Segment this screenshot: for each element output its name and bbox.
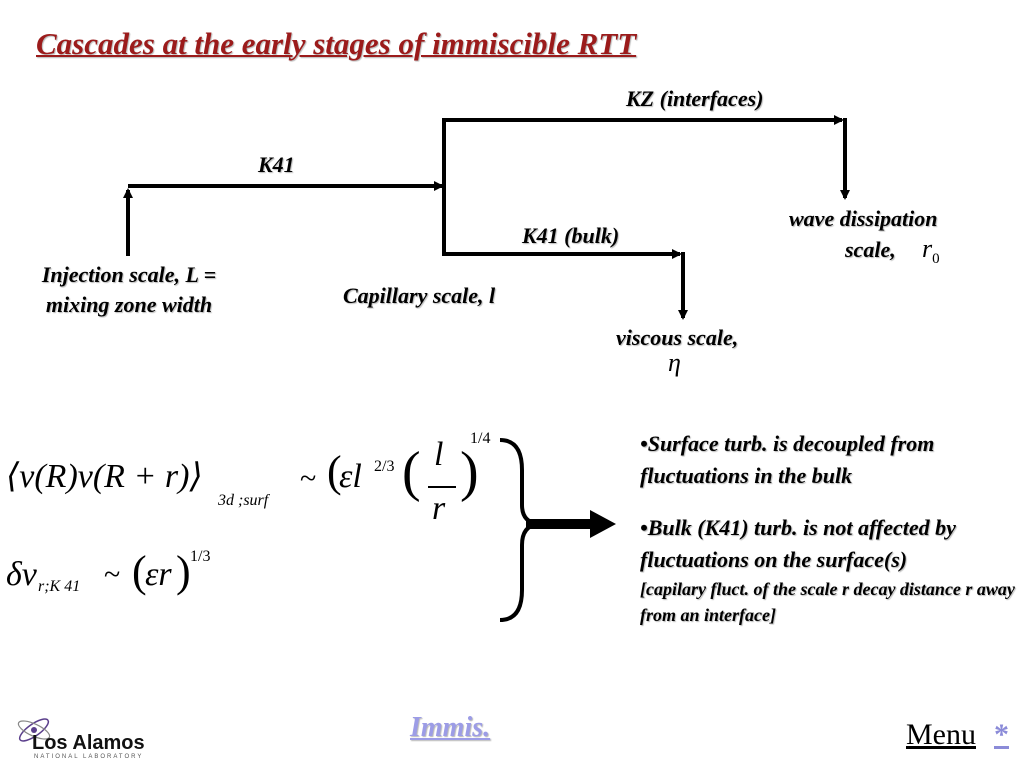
immis-link[interactable]: Immis. [410, 712, 491, 743]
r-symbol: r [922, 234, 933, 263]
bullet-surface-decoupled: •Surface turb. is decoupled from fluctua… [640, 431, 935, 488]
eq1-frac-num: l [434, 436, 444, 473]
implies-arrowhead [590, 510, 616, 538]
eta-symbol: η [668, 348, 681, 377]
r0-symbol: r0 [922, 234, 940, 268]
bullet-note: [capilary fluct. of the scale r decay di… [640, 579, 1015, 625]
eq2-subscript: r;K 41 [38, 578, 81, 595]
injection-scale-label: Injection scale, L = mixing zone width [26, 260, 232, 320]
eq1-outer-exp: 1/4 [470, 430, 491, 447]
eq1-frac-bar [428, 486, 456, 488]
viscous-scale-label: viscous scale, [616, 325, 739, 350]
bullet-bulk-unaffected: •Bulk (K41) turb. is not affected by flu… [640, 515, 956, 572]
eq2-paren-open: ( [132, 547, 147, 596]
right-brace [499, 438, 539, 622]
r0-subscript: 0 [932, 251, 940, 268]
eq1-eps-l: εl [339, 458, 362, 495]
kz-label: KZ (interfaces) [626, 86, 764, 111]
injection-line-2: mixing zone width [45, 292, 213, 317]
eq1-frac-den: r [432, 490, 446, 527]
atom-icon [17, 718, 51, 742]
eq2-eps-r: εr [145, 556, 172, 593]
capillary-scale-label: Capillary scale, l [343, 283, 496, 308]
eq1-tilde: ~ [300, 462, 317, 495]
eq1-frac-paren-open: ( [402, 441, 421, 503]
eq2-tilde: ~ [104, 558, 121, 591]
eq2-exp: 1/3 [190, 548, 211, 565]
wave-dissipation-label: wave dissipation [789, 206, 938, 231]
equation-structure-function: ⟨v(R)v(R + r)⟩ [6, 456, 203, 496]
star-link[interactable]: * [994, 718, 1009, 751]
k41-bulk-label: K41 (bulk) [522, 223, 620, 248]
k41-label: K41 [258, 152, 295, 177]
injection-line-1: Injection scale, L = [41, 262, 217, 287]
eq1-inner-exp: 2/3 [374, 458, 395, 475]
wave-scale-label: scale, [845, 237, 896, 262]
logo-sub-text: NATIONAL LABORATORY [34, 754, 144, 760]
slide-title: Cascades at the early stages of immiscib… [36, 26, 637, 61]
logo-main-text: Los Alamos [32, 732, 145, 754]
eq1-frac-paren-close: ) [460, 441, 479, 503]
eq2-paren-close: ) [176, 547, 191, 596]
menu-link[interactable]: Menu [906, 718, 976, 751]
eq1-paren-open: ( [327, 447, 342, 496]
eq1-subscript: 3d ;surf [218, 492, 269, 509]
bullet-list: •Surface turb. is decoupled from fluctua… [640, 428, 1020, 628]
los-alamos-logo: Los Alamos NATIONAL LABORATORY [10, 706, 170, 762]
eq1-lhs: ⟨v(R)v(R + r)⟩ [6, 458, 203, 495]
equation-velocity-increment: δv [6, 556, 37, 593]
